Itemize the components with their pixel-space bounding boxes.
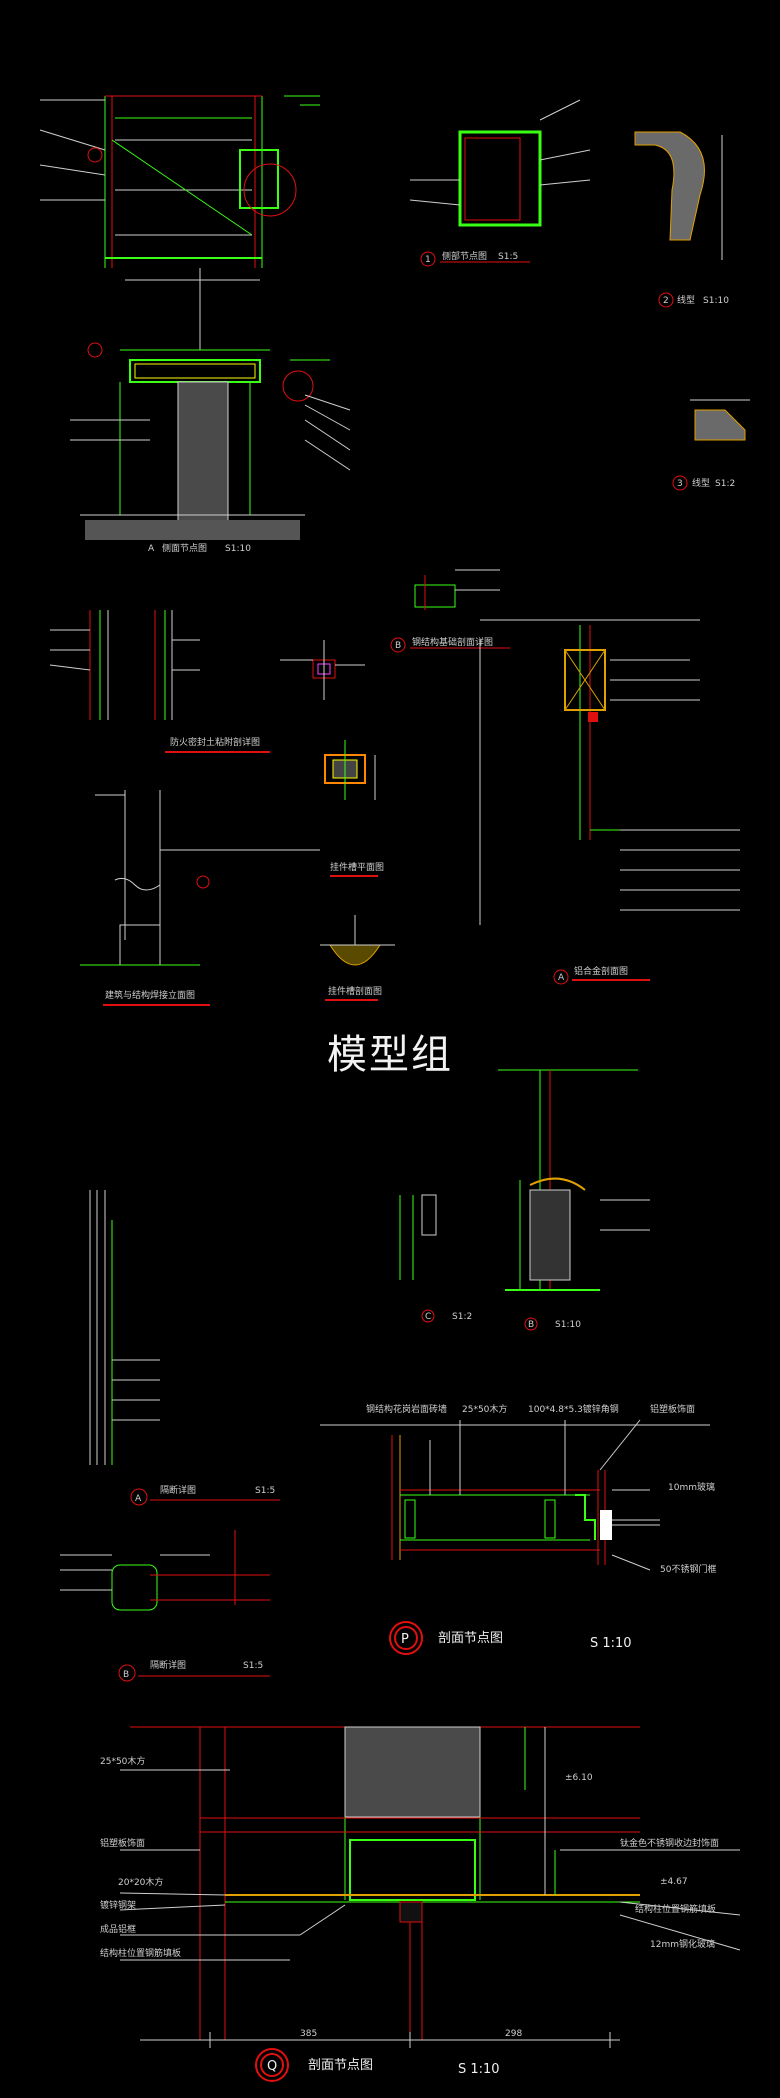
p-label-5: 10mm玻璃 [668, 1481, 715, 1493]
badge-d2: 2 [663, 296, 669, 306]
q-label-right-3: 12mm钢化玻璃 [650, 1938, 715, 1950]
detail-p [320, 1419, 710, 1655]
detail-mid [399, 1069, 650, 1331]
q-level-2: ±4.67 [660, 1877, 688, 1887]
badge-left-a: A [135, 1494, 142, 1504]
q-label-left-2: 铝塑板饰面 [100, 1837, 145, 1849]
q-label-right-2: 结构柱位置钢筋填板 [635, 1903, 716, 1915]
badge-left-b: B [123, 1670, 129, 1680]
detail-2 [634, 131, 723, 308]
title-d2: 线型 [677, 294, 695, 306]
badge-right-a: A [558, 973, 565, 983]
title-bracket-section: 挂件槽剖面图 [328, 985, 382, 997]
q-dim-1: 385 [300, 2029, 317, 2039]
bracket-detail [280, 640, 365, 700]
detail-left-b [60, 1530, 270, 1682]
scale-q: S 1:10 [458, 2062, 500, 2077]
badge-d1: 1 [425, 255, 431, 265]
badge-d3: 3 [677, 479, 683, 489]
p-label-2: 25*50木方 [462, 1403, 507, 1415]
detail-right-a [479, 619, 740, 985]
scale-left-b: S1:5 [243, 1661, 263, 1671]
title-top-a: 侧面节点图 [162, 542, 207, 554]
title-q: 剖面节点图 [308, 2058, 373, 2073]
scale-left-a: S1:5 [255, 1486, 275, 1496]
p-label-3: 100*4.8*5.3镀锌角钢 [528, 1403, 619, 1415]
title-p: 剖面节点图 [438, 1631, 503, 1646]
badge-q: Q [267, 2059, 277, 2074]
scale-mid-b: S1:10 [555, 1320, 581, 1330]
q-label-left-3: 20*20木方 [118, 1876, 163, 1888]
q-label-left-6: 结构柱位置钢筋填板 [100, 1947, 181, 1959]
badge-top-a: A [148, 544, 155, 554]
scale-top-a: S1:10 [225, 544, 251, 554]
title-left-a: 隔断详图 [160, 1484, 196, 1496]
p-label-4: 铝塑板饰面 [650, 1403, 695, 1415]
detail-wall [49, 610, 270, 753]
title-wall: 防火密封土粘附剖详图 [170, 736, 260, 748]
badge-p: P [401, 1632, 409, 1647]
q-label-left-5: 成品铝框 [100, 1923, 136, 1935]
detail-bracket-plan [324, 740, 378, 877]
scale-d2: S1:10 [703, 296, 729, 306]
badge-mid-c: C [425, 1312, 431, 1322]
scale-d3: S1:2 [715, 479, 735, 489]
scale-mid-c: S1:2 [452, 1312, 472, 1322]
p-label-1: 钢结构花岗岩面砖墙 [366, 1403, 447, 1415]
detail-q [119, 1726, 741, 2082]
q-label-right-1: 钛金色不锈钢收边封饰面 [620, 1837, 719, 1849]
detail-3 [672, 399, 750, 491]
detail-floor-stand [80, 790, 320, 1006]
title-bracket-plan: 挂件槽平面图 [330, 861, 384, 873]
detail-1 [409, 99, 591, 267]
title-d3: 线型 [692, 477, 710, 489]
detail-left-a [89, 1190, 280, 1506]
detail-bracket-section [320, 915, 395, 1001]
q-label-left-1: 25*50木方 [100, 1755, 145, 1767]
title-d1: 侧部节点图 [442, 250, 487, 262]
badge-mid-b: B [528, 1320, 534, 1330]
badge-b-small: B [395, 641, 401, 651]
title-right-a: 铝合金剖面图 [574, 965, 628, 977]
watermark-text: 模型组 [327, 1032, 453, 1078]
title-left-b: 隔断详图 [150, 1659, 186, 1671]
title-floor-stand: 建筑与结构焊接立面图 [105, 989, 195, 1001]
q-dim-2: 298 [505, 2029, 522, 2039]
detail-top-a [39, 95, 351, 540]
q-level-1: ±6.10 [565, 1773, 593, 1783]
p-label-6: 50不锈钢门框 [660, 1563, 716, 1575]
detail-b-small [390, 569, 510, 653]
q-label-left-4: 镀锌钢架 [100, 1899, 136, 1911]
scale-d1: S1:5 [498, 252, 518, 262]
title-b-small: 钢结构基础剖面详图 [412, 636, 493, 648]
scale-p: S 1:10 [590, 1636, 632, 1651]
